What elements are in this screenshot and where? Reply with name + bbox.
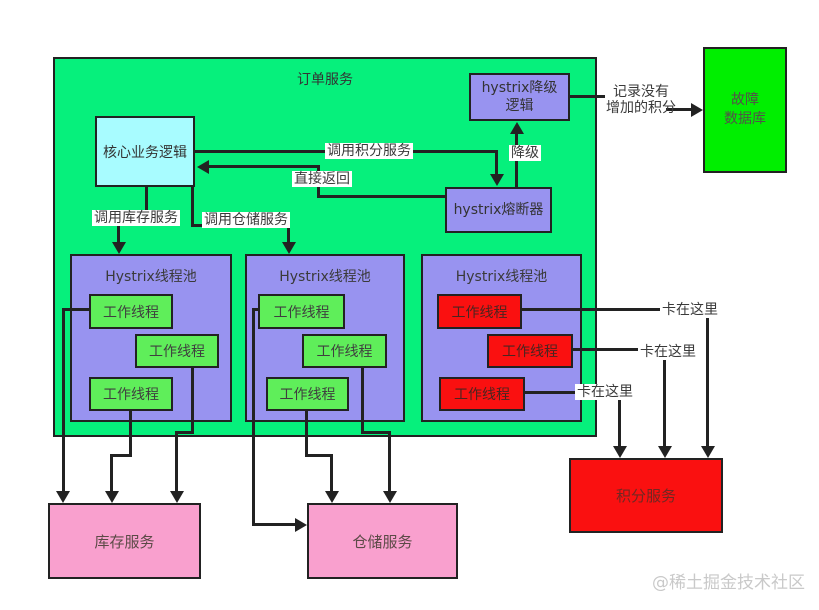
arrowhead-into-pool2 [282, 242, 296, 254]
arrowhead-into-inventory-2 [105, 491, 119, 503]
edge-label-stuck-here-1: 卡在这里 [660, 302, 720, 319]
edge-label-call-inventory: 调用库存服务 [92, 210, 180, 227]
connector-call-inventory-v2 [117, 216, 120, 244]
connector-record-h1 [569, 95, 605, 98]
core-business-logic-box: 核心业务逻辑 [95, 116, 195, 187]
arrowhead-into-inventory-3 [170, 491, 184, 503]
fault-db-line1: 故障 [731, 92, 759, 109]
connector-p1w2-v2 [175, 431, 178, 493]
hystrix-circuit-breaker-box: hystrix熔断器 [445, 187, 552, 233]
arrowhead-into-pool1 [112, 242, 126, 254]
connector-p1w2-v1 [191, 368, 194, 434]
fault-database-box: 故障 数据库 [703, 47, 787, 173]
worker-thread: 工作线程 [258, 294, 345, 329]
connector-p2w1-stub [252, 308, 262, 311]
connector-p1w1-stub [62, 308, 90, 311]
edge-label-record-missed-points: 记录没有 增加的积分 [603, 84, 679, 116]
thread-pool-1-title: Hystrix线程池 [105, 269, 197, 285]
watermark: @稀土掘金技术社区 [652, 573, 805, 593]
edge-label-stuck-here-2: 卡在这里 [638, 344, 698, 361]
worker-thread-stuck: 工作线程 [439, 377, 525, 411]
edge-label-downgrade: 降级 [509, 145, 541, 162]
connector-p3w2-h [572, 348, 666, 351]
worker-thread-stuck: 工作线程 [487, 334, 573, 368]
arrowhead-into-points-1 [701, 446, 715, 458]
edge-label-call-warehouse: 调用仓储服务 [202, 212, 290, 229]
fallback-line2: 逻辑 [505, 98, 534, 114]
fault-db-line2: 数据库 [724, 111, 766, 127]
arrowhead-into-fault-db [691, 103, 703, 117]
connector-p3w2-v [663, 348, 666, 448]
warehouse-service-box: 仓储服务 [307, 503, 458, 579]
connector-p1w1-v [62, 308, 65, 493]
arrowhead-into-breaker [490, 174, 504, 186]
worker-thread: 工作线程 [89, 377, 173, 411]
connector-p3w3-v [618, 391, 621, 448]
worker-thread: 工作线程 [266, 377, 349, 411]
connector-call-warehouse-v1 [191, 187, 194, 227]
connector-call-inventory-v1 [145, 187, 148, 219]
connector-direct-return-bottom [317, 195, 447, 198]
hystrix-fallback-box: hystrix降级 逻辑 [469, 73, 570, 121]
connector-p1w2-h [175, 431, 194, 434]
record-line1: 记录没有 [613, 84, 669, 100]
connector-p2w2-v1 [361, 368, 364, 434]
worker-thread-stuck: 工作线程 [437, 294, 522, 329]
record-line2: 增加的积分 [606, 100, 676, 117]
connector-p3w1-h [521, 308, 709, 311]
connector-call-points-v [495, 150, 498, 176]
arrowhead-into-warehouse-3 [383, 491, 397, 503]
arrowhead-into-points-3 [613, 446, 627, 458]
connector-p2w3-h [305, 454, 333, 457]
connector-direct-return-top [206, 165, 320, 168]
arrowhead-into-core [197, 160, 209, 174]
arrowhead-into-fallback [510, 122, 524, 134]
connector-record-h2 [666, 108, 693, 111]
points-service-box: 积分服务 [569, 458, 723, 533]
connector-p1w3-h [110, 454, 132, 457]
edge-label-call-points: 调用积分服务 [325, 143, 413, 160]
connector-p3w3-h [524, 391, 621, 394]
arrowhead-into-warehouse-2 [325, 491, 339, 503]
edge-label-stuck-here-3: 卡在这里 [575, 384, 635, 401]
connector-p1w3-v1 [129, 411, 132, 457]
arrowhead-into-points-2 [658, 446, 672, 458]
connector-p2w1-v [252, 308, 255, 526]
inventory-service-box: 库存服务 [48, 503, 201, 579]
thread-pool-2-title: Hystrix线程池 [279, 269, 371, 285]
worker-thread: 工作线程 [89, 294, 173, 329]
worker-thread: 工作线程 [135, 334, 219, 368]
arrowhead-into-warehouse-1 [295, 518, 307, 532]
arrowhead-into-inventory-1 [56, 491, 70, 503]
worker-thread: 工作线程 [302, 334, 387, 368]
connector-p2w2-h [361, 431, 391, 434]
order-service-title: 订单服务 [297, 72, 353, 88]
connector-p2w3-v1 [305, 411, 308, 457]
edge-label-direct-return: 直接返回 [292, 171, 352, 188]
connector-p2w2-v2 [388, 431, 391, 493]
connector-p2w1-h [252, 523, 297, 526]
connector-p3w1-v [706, 308, 709, 448]
connector-call-warehouse-v2 [287, 224, 290, 244]
thread-pool-3-title: Hystrix线程池 [455, 269, 548, 285]
fallback-line1: hystrix降级 [481, 79, 558, 96]
connector-p1w3-v2 [110, 454, 113, 493]
connector-p2w3-v2 [330, 454, 333, 493]
